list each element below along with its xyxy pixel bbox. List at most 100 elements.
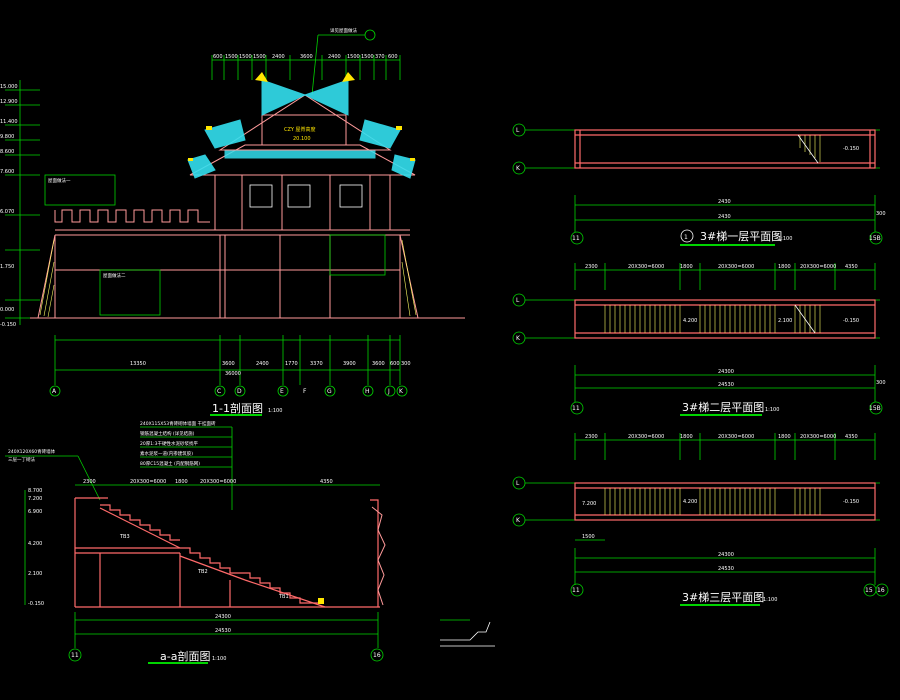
note: 屋面做法二 [103,272,126,279]
note: 素水泥浆一道(内掺建筑胶) [140,450,193,457]
top-dim: 4350 [845,434,858,440]
bottom-dim: 3370 [310,361,323,367]
axis-label: 15B [869,235,881,242]
drawing-title: a-a剖面图 [160,649,210,663]
axis-bubble [570,231,584,245]
drawing-title: 3#梯三层平面图 [682,591,764,604]
top-dim: 20X300=6000 [130,479,166,485]
axis-bubble [869,401,883,415]
level-label: 2.100 [778,318,792,324]
drawing-scale: 1:100 [268,408,282,414]
drawing-scale: 1:100 [765,407,779,413]
bottom-dim: 24300 [215,614,231,620]
drawing-title: 3#梯二层平面图 [682,401,764,414]
level-label: 9.800 [0,134,14,140]
axis-bubble [570,401,584,415]
axis-label: F [303,388,307,395]
level-label: 0.000 [0,307,14,313]
level-label: 6.900 [28,509,42,515]
axis-label: L [516,127,520,134]
top-dim: 20X300=6000 [200,479,236,485]
drawing-number: 1 [684,234,688,241]
top-dim: 2400 [272,54,285,60]
note: 钢筋混凝土结构 (详见结施) [140,430,195,437]
axis-label: C [217,388,221,395]
bottom-dim: 1770 [285,361,298,367]
section-a-a: 240X115X53青砖砌体墙面 干挂面砖 钢筋混凝土结构 (详见结施) 20厚… [5,420,495,664]
dim: 1500 [582,534,595,540]
axis-bubble [370,648,384,662]
level-label: 4.200 [28,541,42,547]
level-label: -0.150 [843,318,859,324]
level-label: 2.100 [28,571,42,577]
top-dim: 20X300=6000 [628,434,664,440]
axis-bubble [68,648,82,662]
top-dim: 370 [375,54,385,60]
note: 三层一丁砌法 [8,456,35,463]
ridge-ornament [255,72,268,82]
bottom-dim: 3600 [372,361,385,367]
roof-label: CZY 屋脊高度 [284,126,316,133]
axis-label: 15B [869,405,881,412]
ridge-ornament [342,72,355,82]
dim: 24530 [718,382,734,388]
axis-label: G [327,388,332,395]
axis-label: E [280,388,284,395]
bottom-dim: 3900 [343,361,356,367]
dim: 300 [876,211,886,217]
top-dim: 1800 [778,434,791,440]
stair-treads [799,135,821,162]
top-dim: 4350 [320,479,333,485]
note: 80厚C15混凝土 (内配钢筋网) [140,460,200,467]
section-1-1: 15.000 12.900 11.400 9.800 8.600 7.600 6… [0,27,465,416]
level-label: 12.900 [0,99,18,105]
stair-label: TB3 [119,534,130,540]
top-dim: 2300 [83,479,96,485]
bottom-dimension-ticks [54,335,401,385]
bottom-dim: 300 [401,361,411,367]
top-dim: 20X300=6000 [718,434,754,440]
axis-label: K [516,517,521,524]
drawing-scale: 1:100 [763,597,777,603]
top-dim: 2300 [585,264,598,270]
roof-level: 20.100 [293,136,311,142]
level-label: -0.150 [28,601,44,607]
top-dim: 1500 [225,54,238,60]
total-dim: 36000 [225,371,241,377]
axis-label: J [387,388,390,395]
drawing-title: 3#梯一层平面图 [700,230,782,243]
dim: 300 [876,380,886,386]
axis-label: 16 [373,652,381,659]
level-label: 8.600 [0,149,14,155]
top-dim: 1500 [347,54,360,60]
axis-bubble [512,331,526,345]
level-label: 8.700 [28,488,42,494]
stair-label: TB2 [197,569,208,575]
drawing-number-circle [680,229,694,243]
top-dim: 3600 [300,54,313,60]
note: 240X115X53青砖砌体墙面 干挂面砖 [140,420,216,427]
axis-label: K [516,165,521,172]
note-leaders [140,426,233,510]
axis-bubble [512,476,526,490]
drawing-scale: 1:100 [212,656,226,662]
note: 20厚1:3干硬性水泥砂浆找平 [140,440,198,447]
axis-label: L [516,480,520,487]
bottom-dim: 600 [390,361,400,367]
dim: 2430 [718,199,731,205]
axis-bubble [875,583,889,597]
base-hatch [39,239,417,318]
drawing-title: 1-1剖面图 [212,401,263,415]
top-dim: 20X300=6000 [800,264,836,270]
level-label: 15.000 [0,84,18,90]
left-level-marks [5,89,40,319]
bottom-dim: 2400 [256,361,269,367]
plan-3: 2300 20X300=6000 1800 20X300=6000 1800 2… [512,433,889,606]
axis-label: K [516,335,521,342]
axis-label: 16 [877,587,885,594]
drawing-scale: 1:100 [778,236,792,242]
level-label: 7.200 [582,501,596,507]
axis-label: 11 [572,405,580,412]
